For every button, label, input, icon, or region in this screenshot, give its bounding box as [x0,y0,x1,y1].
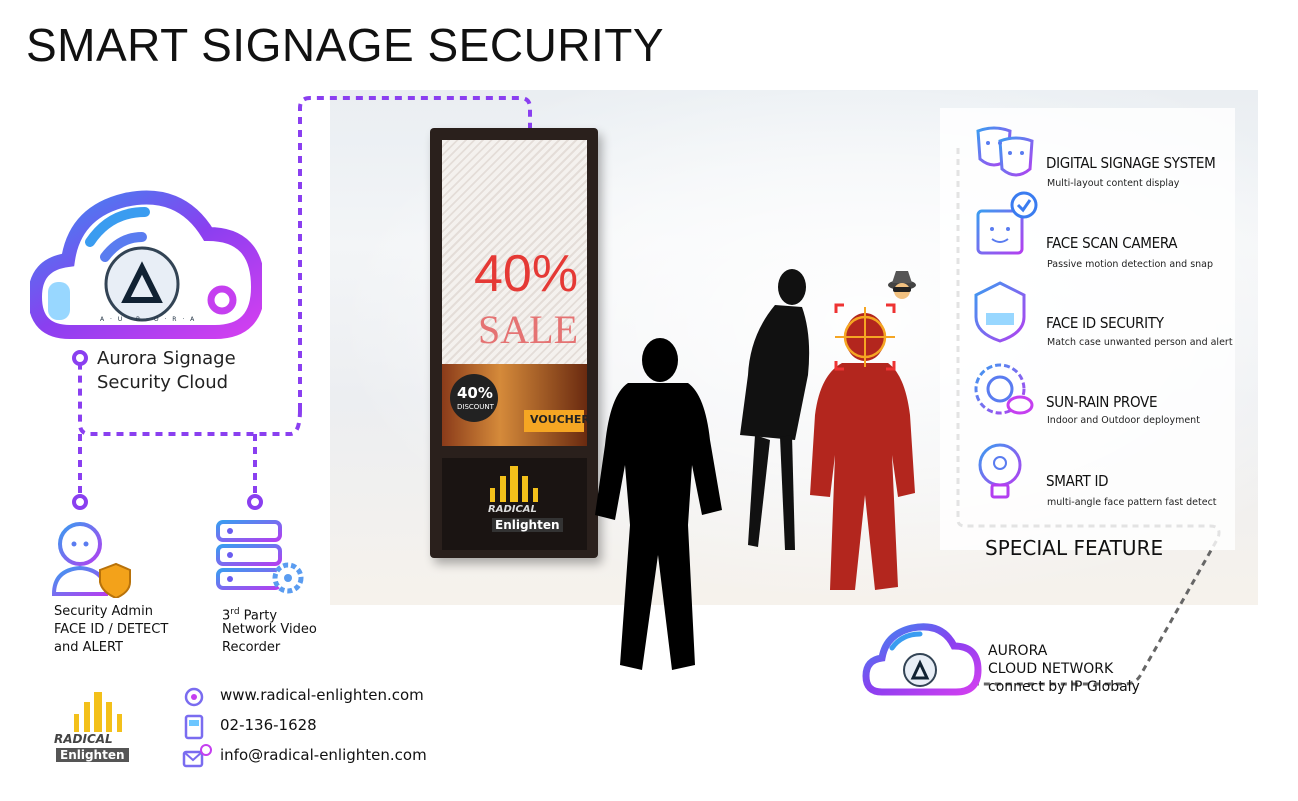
logo-line2: Enlighten [56,748,129,762]
shield-face-icon [974,281,1026,343]
feature-icons [974,126,1038,499]
contact-email[interactable]: info@radical-enlighten.com [220,746,427,764]
man-silhouette [595,338,722,670]
kiosk-base: RADICAL Enlighten [442,458,587,550]
kiosk-brand-line1: RADICAL [488,504,537,515]
server-icon [216,520,304,594]
network-label-line2: CLOUD NETWORK [988,661,1114,677]
suspect-silhouette [810,313,915,590]
company-logo: RADICAL Enlighten [52,690,144,766]
feature-desc: Indoor and Outdoor deployment [1047,415,1200,426]
admin-label-line1: Security Admin [54,604,153,619]
lightbulb-face-icon [978,443,1022,499]
sale-text: SALE [478,307,578,352]
globe-icon [184,687,204,707]
admin-label-line3: and ALERT [54,640,123,655]
voucher-text: VOUCHER [530,413,590,426]
feature-desc: multi-angle face pattern fast detect [1047,497,1217,508]
special-feature-label: SPECIAL FEATURE [985,536,1164,560]
nvr-label-line3: Recorder [222,640,281,655]
network-cloud-icon [862,623,982,696]
feature-title: DIGITAL SIGNAGE SYSTEM [1046,154,1216,172]
woman-silhouette [740,269,810,550]
voucher-banner: 40% DISCOUNT VOUCHER [442,364,590,446]
admin-label-line2: FACE ID / DETECT [54,622,169,637]
sale-percent: 40% [474,245,579,303]
email-icon [182,744,212,768]
network-label-line1: AURORA [988,643,1048,659]
page-title: SMART SIGNAGE SECURITY [26,19,665,71]
contact-website[interactable]: www.radical-enlighten.com [220,686,424,704]
masks-icon [976,126,1034,177]
badge-sub: DISCOUNT [457,403,494,411]
people-silhouettes [595,269,916,670]
feature-title: FACE ID SECURITY [1046,314,1164,332]
node-dot [247,494,263,510]
node-dot [72,350,88,366]
security-admin-icon [51,522,131,598]
sun-leaf-icon [974,363,1034,415]
feature-desc: Match case unwanted person and alert [1047,337,1233,348]
signage-kiosk: 40% SALE 40% DISCOUNT VOUCHER RADICAL En… [430,128,598,558]
network-label-line3: connect by IP Globaly [988,679,1140,695]
cloud-label-line1: Aurora Signage [97,348,236,369]
target-crosshair-icon [834,303,896,371]
contact-icons [182,687,212,768]
signage-screen-top [442,140,587,375]
badge-percent: 40% [457,384,493,402]
brand-logo-icon [490,466,538,502]
cloud-label-line2: Security Cloud [97,372,229,393]
face-scan-icon [976,191,1038,255]
node-dot [72,494,88,510]
company-logo-icon [74,692,122,732]
feature-title: FACE SCAN CAMERA [1046,234,1178,252]
aurora-cloud-icon [30,190,262,339]
nvr-label-line2: Network Video [222,622,317,637]
phone-icon [184,714,204,740]
voucher-box [524,410,584,432]
feature-title: SMART ID [1046,472,1109,490]
nvr-label-line1: 3rd Party [222,607,278,624]
feature-desc: Passive motion detection and snap [1047,259,1214,270]
contact-phone: 02-136-1628 [220,716,317,734]
feature-desc: Multi-layout content display [1047,178,1180,189]
cloud-logo-text: A · U · R · O · R · A [100,316,197,323]
feature-title: SUN-RAIN PROVE [1046,393,1158,411]
cloud-loop-line [78,360,302,436]
kiosk-brand-line2: Enlighten [492,518,563,532]
discount-badge [450,374,498,422]
logo-line1: RADICAL [54,732,113,746]
spy-icon [888,271,916,299]
